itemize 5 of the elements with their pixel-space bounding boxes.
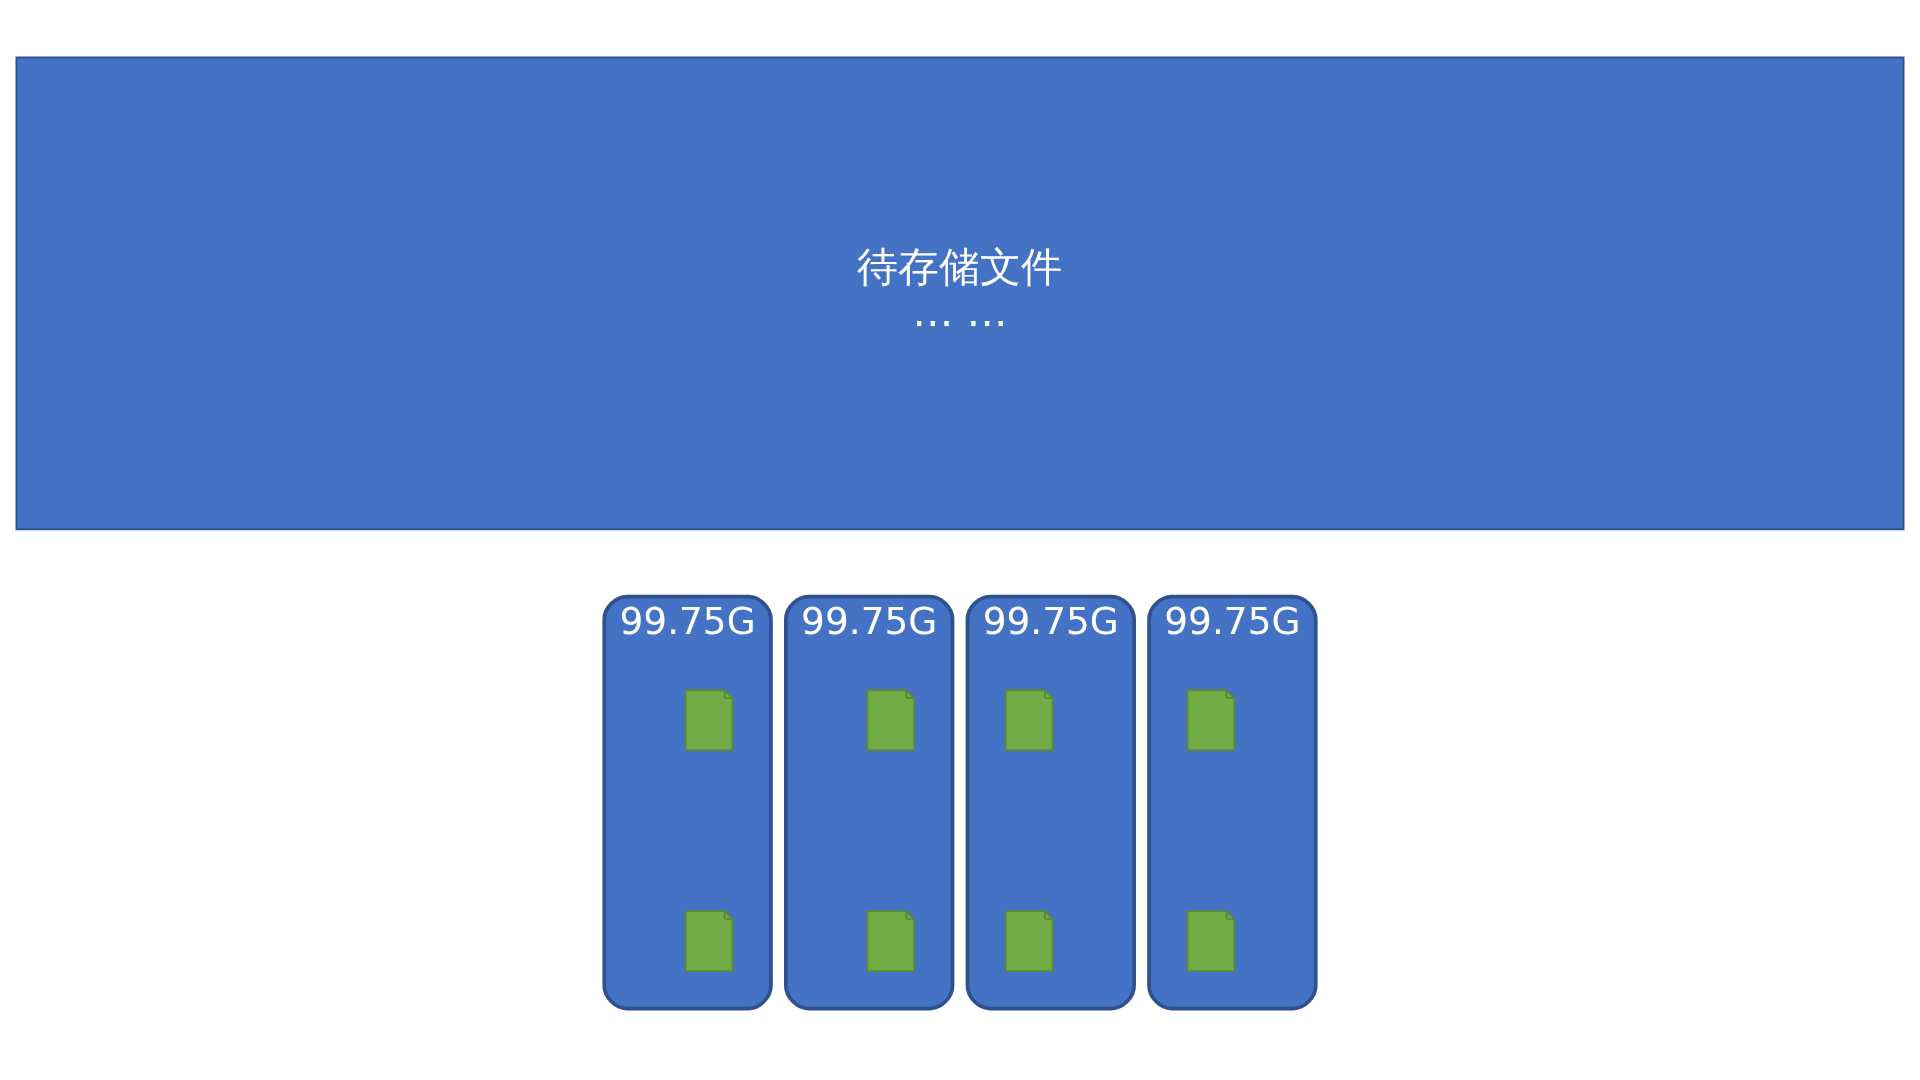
cluster: 99.75G (965, 594, 1136, 1010)
node-box: 待存储文件 … … (15, 56, 1905, 530)
cluster: 99.75G (602, 594, 773, 1010)
cluster: 99.75G (784, 594, 955, 1010)
cluster: 99.75G (1147, 594, 1318, 1010)
